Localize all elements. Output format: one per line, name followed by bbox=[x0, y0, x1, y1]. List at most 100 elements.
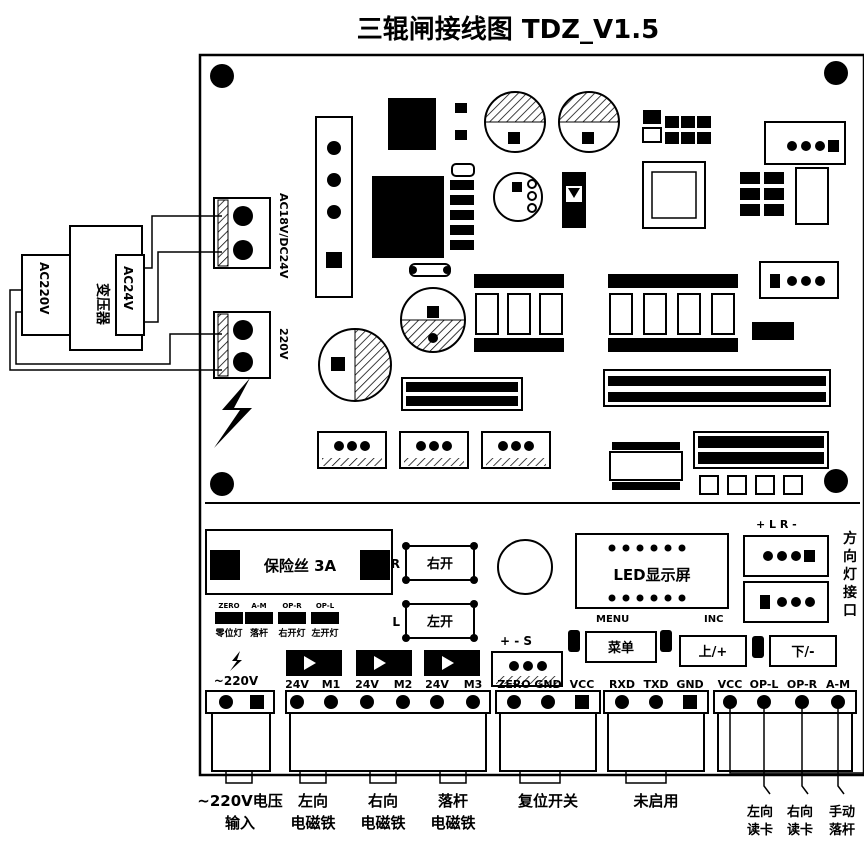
terminal-label: 24V bbox=[355, 678, 379, 691]
up-button[interactable]: 上/+ bbox=[679, 635, 747, 667]
left-open-button[interactable]: 左开 L bbox=[392, 600, 478, 642]
indicator-code: OP-L bbox=[316, 602, 335, 610]
crystal-diode bbox=[409, 172, 586, 277]
bottom-label: 落杆 bbox=[438, 792, 468, 810]
direction-label-3: 灯 bbox=[843, 566, 857, 583]
diagram-title: 三辊闸接线图 TDZ_V1.5 bbox=[357, 14, 659, 45]
down-button[interactable]: 下/- bbox=[752, 635, 837, 667]
terminal-label: TXD bbox=[643, 678, 668, 691]
mounting-hole bbox=[210, 472, 234, 496]
bottom-label: 右向 bbox=[786, 804, 813, 820]
led-menu-pin: MENU bbox=[596, 614, 629, 625]
bottom-label: 手动 bbox=[829, 804, 855, 820]
terminal-label: VCC bbox=[570, 678, 595, 691]
indicator-name: 零位灯 bbox=[214, 627, 242, 639]
indicator-code: A-M bbox=[251, 602, 266, 610]
capacitors bbox=[318, 91, 620, 402]
indicator-name: 右开灯 bbox=[277, 627, 305, 639]
menu-button-label: 菜单 bbox=[607, 640, 634, 656]
mcu-chip bbox=[642, 110, 711, 229]
fuse-holder: 保险丝 3A bbox=[205, 529, 393, 595]
bottom-label: 输入 bbox=[225, 814, 255, 832]
bottom-labels: ~220V电压 输入 左向 电磁铁 右向 电磁铁 落杆 电磁铁 复位开关 未启用… bbox=[197, 792, 855, 838]
right-open-label: 右开 bbox=[426, 556, 453, 572]
direction-light-connector: + L R - 方 向 灯 接 口 bbox=[743, 518, 857, 623]
left-open-label: 左开 bbox=[427, 614, 453, 630]
direction-pins-label: + L R - bbox=[756, 518, 797, 531]
reset-connector: + - S bbox=[491, 634, 563, 687]
transformer-primary-label: AC220V bbox=[37, 262, 51, 315]
terminal-label: M3 bbox=[464, 678, 483, 691]
top-right-connector bbox=[764, 121, 846, 165]
reader-wires bbox=[729, 702, 864, 795]
lower-right-ics bbox=[609, 431, 829, 495]
terminal-label: GND bbox=[534, 678, 561, 691]
relay-rows bbox=[474, 274, 794, 352]
bottom-label: 读卡 bbox=[747, 822, 773, 838]
mounting-hole bbox=[824, 469, 848, 493]
bottom-label: 左向 bbox=[297, 792, 328, 810]
terminal-label: A-M bbox=[826, 678, 850, 691]
solenoid-diodes bbox=[286, 650, 480, 676]
terminal-label: VCC bbox=[718, 678, 743, 691]
terminal-label: 24V bbox=[285, 678, 309, 691]
power-in-label: AC18V/DC24V bbox=[277, 193, 290, 279]
resistor-rows bbox=[401, 369, 831, 411]
led-inc-pin: INC bbox=[704, 614, 723, 625]
bottom-label: 读卡 bbox=[787, 822, 813, 838]
transformer-wires bbox=[9, 215, 222, 371]
led-display: LED显示屏 MENU INC bbox=[575, 533, 729, 625]
bottom-label: 左向 bbox=[747, 804, 773, 820]
transformer-secondary-label: AC24V bbox=[121, 266, 135, 311]
terminal-label: 24V bbox=[425, 678, 449, 691]
terminal-label: M2 bbox=[394, 678, 413, 691]
button-r-label: R bbox=[391, 557, 400, 571]
button-l-label: L bbox=[392, 615, 400, 629]
direction-label-2: 向 bbox=[843, 548, 857, 565]
transformer-name: 变压器 bbox=[94, 283, 111, 326]
v220-label: ~220V bbox=[214, 674, 259, 688]
right-mid-connector bbox=[759, 261, 839, 299]
ac220-connector: 220V bbox=[213, 311, 290, 379]
bottom-label: 电磁铁 bbox=[430, 814, 475, 832]
direction-label-1: 方 bbox=[843, 530, 857, 547]
indicator-code: OP-R bbox=[282, 602, 302, 610]
led-display-label: LED显示屏 bbox=[613, 566, 690, 584]
terminal-label: M1 bbox=[322, 678, 341, 691]
right-open-button[interactable]: 右开 R bbox=[391, 542, 478, 584]
soic-chip bbox=[740, 167, 829, 225]
fuse-label: 保险丝 3A bbox=[263, 557, 337, 575]
bottom-label: 落杆 bbox=[829, 822, 855, 838]
down-button-label: 下/- bbox=[791, 645, 814, 660]
mounting-hole bbox=[210, 64, 234, 88]
pcb-board bbox=[198, 53, 864, 777]
reset-pins-label: + - S bbox=[500, 634, 532, 648]
terminal-label: RXD bbox=[609, 678, 635, 691]
bottom-label: ~220V电压 bbox=[197, 792, 283, 810]
lightning-icon bbox=[214, 378, 252, 448]
small-connectors bbox=[317, 431, 551, 469]
bottom-label: 未启用 bbox=[632, 792, 678, 810]
terminal-label: GND bbox=[676, 678, 703, 691]
terminal-label: OP-L bbox=[750, 678, 779, 691]
lightning-small-icon bbox=[230, 651, 242, 671]
terminal-label: OP-R bbox=[787, 678, 818, 691]
power-in-connector: AC18V/DC24V bbox=[213, 193, 290, 279]
indicator-leds: ZERO 零位灯 A-M 落杆 OP-R 右开灯 OP-L 左开灯 bbox=[214, 602, 339, 639]
direction-label-4: 接 bbox=[843, 584, 857, 601]
regulator-chips bbox=[372, 98, 475, 258]
transformer: 变压器 AC220V AC24V bbox=[21, 225, 145, 351]
terminal-blocks bbox=[205, 690, 857, 784]
bottom-label: 电磁铁 bbox=[290, 814, 335, 832]
up-button-label: 上/+ bbox=[699, 645, 728, 660]
direction-label-5: 口 bbox=[843, 603, 857, 619]
ac220-label: 220V bbox=[277, 328, 290, 360]
mounting-holes bbox=[210, 61, 848, 496]
terminal-label: ZERO bbox=[497, 678, 530, 691]
mounting-hole bbox=[824, 61, 848, 85]
indicator-name: 左开灯 bbox=[310, 627, 338, 639]
bottom-label: 电磁铁 bbox=[360, 814, 405, 832]
menu-button[interactable]: 菜单 bbox=[568, 630, 672, 663]
buzzer bbox=[497, 539, 553, 595]
